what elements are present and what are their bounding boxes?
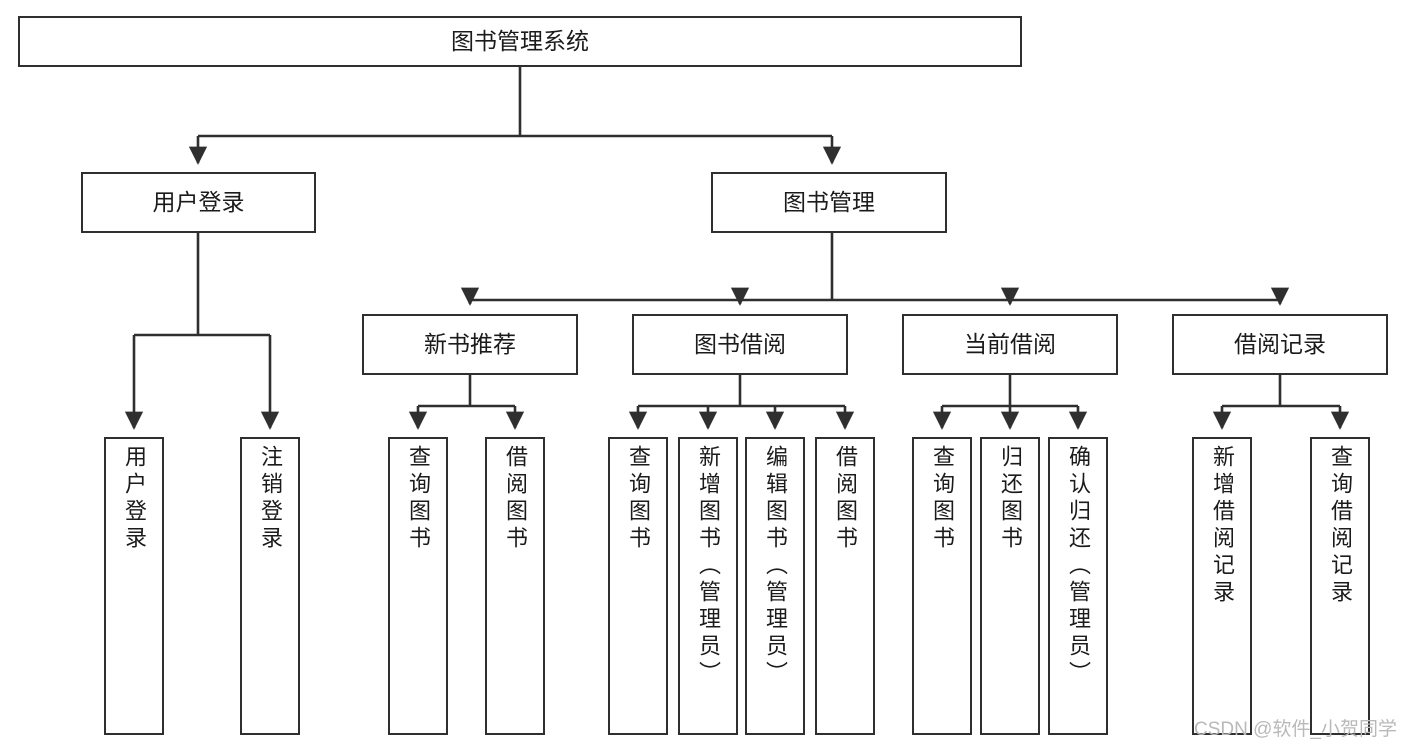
node-user-login[interactable]: 用户登录 bbox=[81, 172, 316, 233]
node-leaf-rec-borrow-book[interactable]: 借阅图书 bbox=[485, 437, 545, 735]
node-leaf-user-logout-label: 注销登录 bbox=[258, 445, 283, 553]
node-borrow-record-label: 借阅记录 bbox=[1234, 330, 1326, 357]
node-book-borrow[interactable]: 图书借阅 bbox=[632, 314, 848, 375]
node-leaf-current-query-book-label: 查询图书 bbox=[930, 445, 955, 553]
node-leaf-rec-query-book[interactable]: 查询图书 bbox=[388, 437, 448, 735]
node-leaf-rec-query-book-label: 查询图书 bbox=[406, 445, 431, 553]
node-leaf-borrow-query-book[interactable]: 查询图书 bbox=[608, 437, 668, 735]
node-leaf-record-query-label: 查询借阅记录 bbox=[1328, 445, 1353, 607]
node-leaf-borrow-borrow-book-label: 借阅图书 bbox=[833, 445, 858, 553]
node-leaf-user-login-label: 用户登录 bbox=[122, 445, 147, 553]
node-leaf-borrow-add-book[interactable]: 新增图书（管理员） bbox=[678, 437, 738, 735]
node-leaf-borrow-add-book-label: 新增图书（管理员） bbox=[696, 445, 721, 688]
node-new-book-recommend[interactable]: 新书推荐 bbox=[362, 314, 578, 375]
node-leaf-borrow-edit-book[interactable]: 编辑图书（管理员） bbox=[745, 437, 805, 735]
node-leaf-current-confirm-return-label: 确认归还（管理员） bbox=[1066, 445, 1091, 688]
node-current-borrow-label: 当前借阅 bbox=[964, 330, 1056, 357]
node-leaf-borrow-query-book-label: 查询图书 bbox=[626, 445, 651, 553]
node-leaf-current-return-book-label: 归还图书 bbox=[998, 445, 1023, 553]
node-leaf-current-confirm-return[interactable]: 确认归还（管理员） bbox=[1048, 437, 1108, 735]
node-leaf-user-login[interactable]: 用户登录 bbox=[104, 437, 164, 735]
node-new-book-recommend-label: 新书推荐 bbox=[424, 330, 516, 357]
node-leaf-current-query-book[interactable]: 查询图书 bbox=[912, 437, 972, 735]
node-book-manage[interactable]: 图书管理 bbox=[711, 172, 947, 233]
node-root-label: 图书管理系统 bbox=[451, 27, 589, 54]
node-leaf-user-logout[interactable]: 注销登录 bbox=[240, 437, 300, 735]
node-leaf-record-add[interactable]: 新增借阅记录 bbox=[1192, 437, 1252, 735]
node-leaf-current-return-book[interactable]: 归还图书 bbox=[980, 437, 1040, 735]
node-book-borrow-label: 图书借阅 bbox=[694, 330, 786, 357]
node-borrow-record[interactable]: 借阅记录 bbox=[1172, 314, 1388, 375]
node-user-login-label: 用户登录 bbox=[152, 188, 245, 215]
node-leaf-record-add-label: 新增借阅记录 bbox=[1210, 445, 1235, 607]
node-leaf-borrow-edit-book-label: 编辑图书（管理员） bbox=[763, 445, 788, 688]
node-book-manage-label: 图书管理 bbox=[783, 188, 875, 215]
node-root[interactable]: 图书管理系统 bbox=[18, 16, 1022, 67]
node-current-borrow[interactable]: 当前借阅 bbox=[902, 314, 1118, 375]
node-leaf-borrow-borrow-book[interactable]: 借阅图书 bbox=[815, 437, 875, 735]
node-leaf-record-query[interactable]: 查询借阅记录 bbox=[1310, 437, 1370, 735]
node-leaf-rec-borrow-book-label: 借阅图书 bbox=[503, 445, 528, 553]
